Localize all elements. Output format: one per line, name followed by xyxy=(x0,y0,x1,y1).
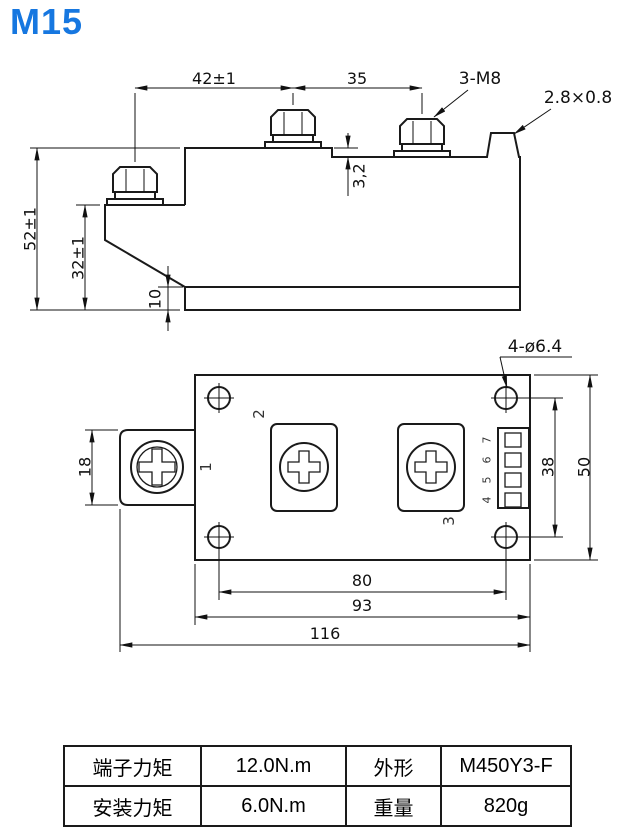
bolt-spec-label: 3-M8 xyxy=(459,69,501,89)
spec-row-torque: 端子力矩 12.0N.m 外形 M450Y3-F xyxy=(63,745,572,787)
m8-bolt-left xyxy=(106,166,164,206)
page-title: M15 xyxy=(10,1,84,42)
side-view: 42±1 35 3-M8 2.8×0.8 52±1 32±1 10 3,2 xyxy=(21,69,612,331)
pin-6-label: 6 xyxy=(481,457,494,464)
hole-spec-label: 4-ø6.4 xyxy=(508,337,562,357)
terminal-1-tab xyxy=(119,429,195,506)
m8-bolt-middle xyxy=(264,109,322,149)
phillips-screw-1-icon xyxy=(138,448,176,486)
pin-4-label: 4 xyxy=(481,497,494,504)
spec-label-weight: 重量 xyxy=(345,785,442,827)
spec-value-weight: 820g xyxy=(440,785,572,827)
terminal-1-label: 1 xyxy=(197,462,215,472)
spec-label-mounting-torque: 安装力矩 xyxy=(63,785,202,827)
spec-row-mounting: 安装力矩 6.0N.m 重量 820g xyxy=(63,785,572,827)
dim-52: 52±1 xyxy=(21,207,40,251)
module-body-outline xyxy=(184,132,521,311)
pin-7-label: 7 xyxy=(481,437,494,444)
dim-3-2: 3,2 xyxy=(350,163,369,188)
top-view: 7 6 5 4 1 2 3 4-ø6.4 18 38 50 80 xyxy=(76,337,598,652)
phillips-screw-3-icon xyxy=(414,450,448,484)
pin-5-label: 5 xyxy=(481,477,494,484)
m8-bolt-right xyxy=(393,118,451,158)
spec-value-mounting-torque: 6.0N.m xyxy=(200,785,347,827)
dim-18: 18 xyxy=(76,457,95,477)
phillips-screw-2-icon xyxy=(287,450,321,484)
dim-93: 93 xyxy=(352,596,372,615)
spec-label-terminal-torque: 端子力矩 xyxy=(63,745,202,787)
mounting-holes xyxy=(204,383,521,552)
terminal-2-label: 2 xyxy=(250,409,268,419)
terminal-3-label: 3 xyxy=(440,516,458,526)
dim-42: 42±1 xyxy=(192,69,236,88)
spec-value-outline: M450Y3-F xyxy=(440,745,572,787)
spec-value-terminal-torque: 12.0N.m xyxy=(200,745,347,787)
dim-50: 50 xyxy=(575,457,594,477)
dim-38: 38 xyxy=(539,457,558,477)
spec-label-outline: 外形 xyxy=(345,745,442,787)
module-top-outline xyxy=(194,374,531,561)
dim-116: 116 xyxy=(310,624,341,643)
spec-table: 端子力矩 12.0N.m 外形 M450Y3-F 安装力矩 6.0N.m 重量 … xyxy=(63,745,572,827)
dim-32: 32±1 xyxy=(69,236,88,280)
fast-on-label: 2.8×0.8 xyxy=(544,88,612,108)
technical-drawing: 42±1 35 3-M8 2.8×0.8 52±1 32±1 10 3,2 xyxy=(21,69,612,652)
dim-10: 10 xyxy=(146,289,165,309)
dim-80: 80 xyxy=(352,571,372,590)
gate-connector xyxy=(497,427,530,509)
dim-35: 35 xyxy=(347,69,367,88)
left-terminal-outline xyxy=(104,204,186,288)
